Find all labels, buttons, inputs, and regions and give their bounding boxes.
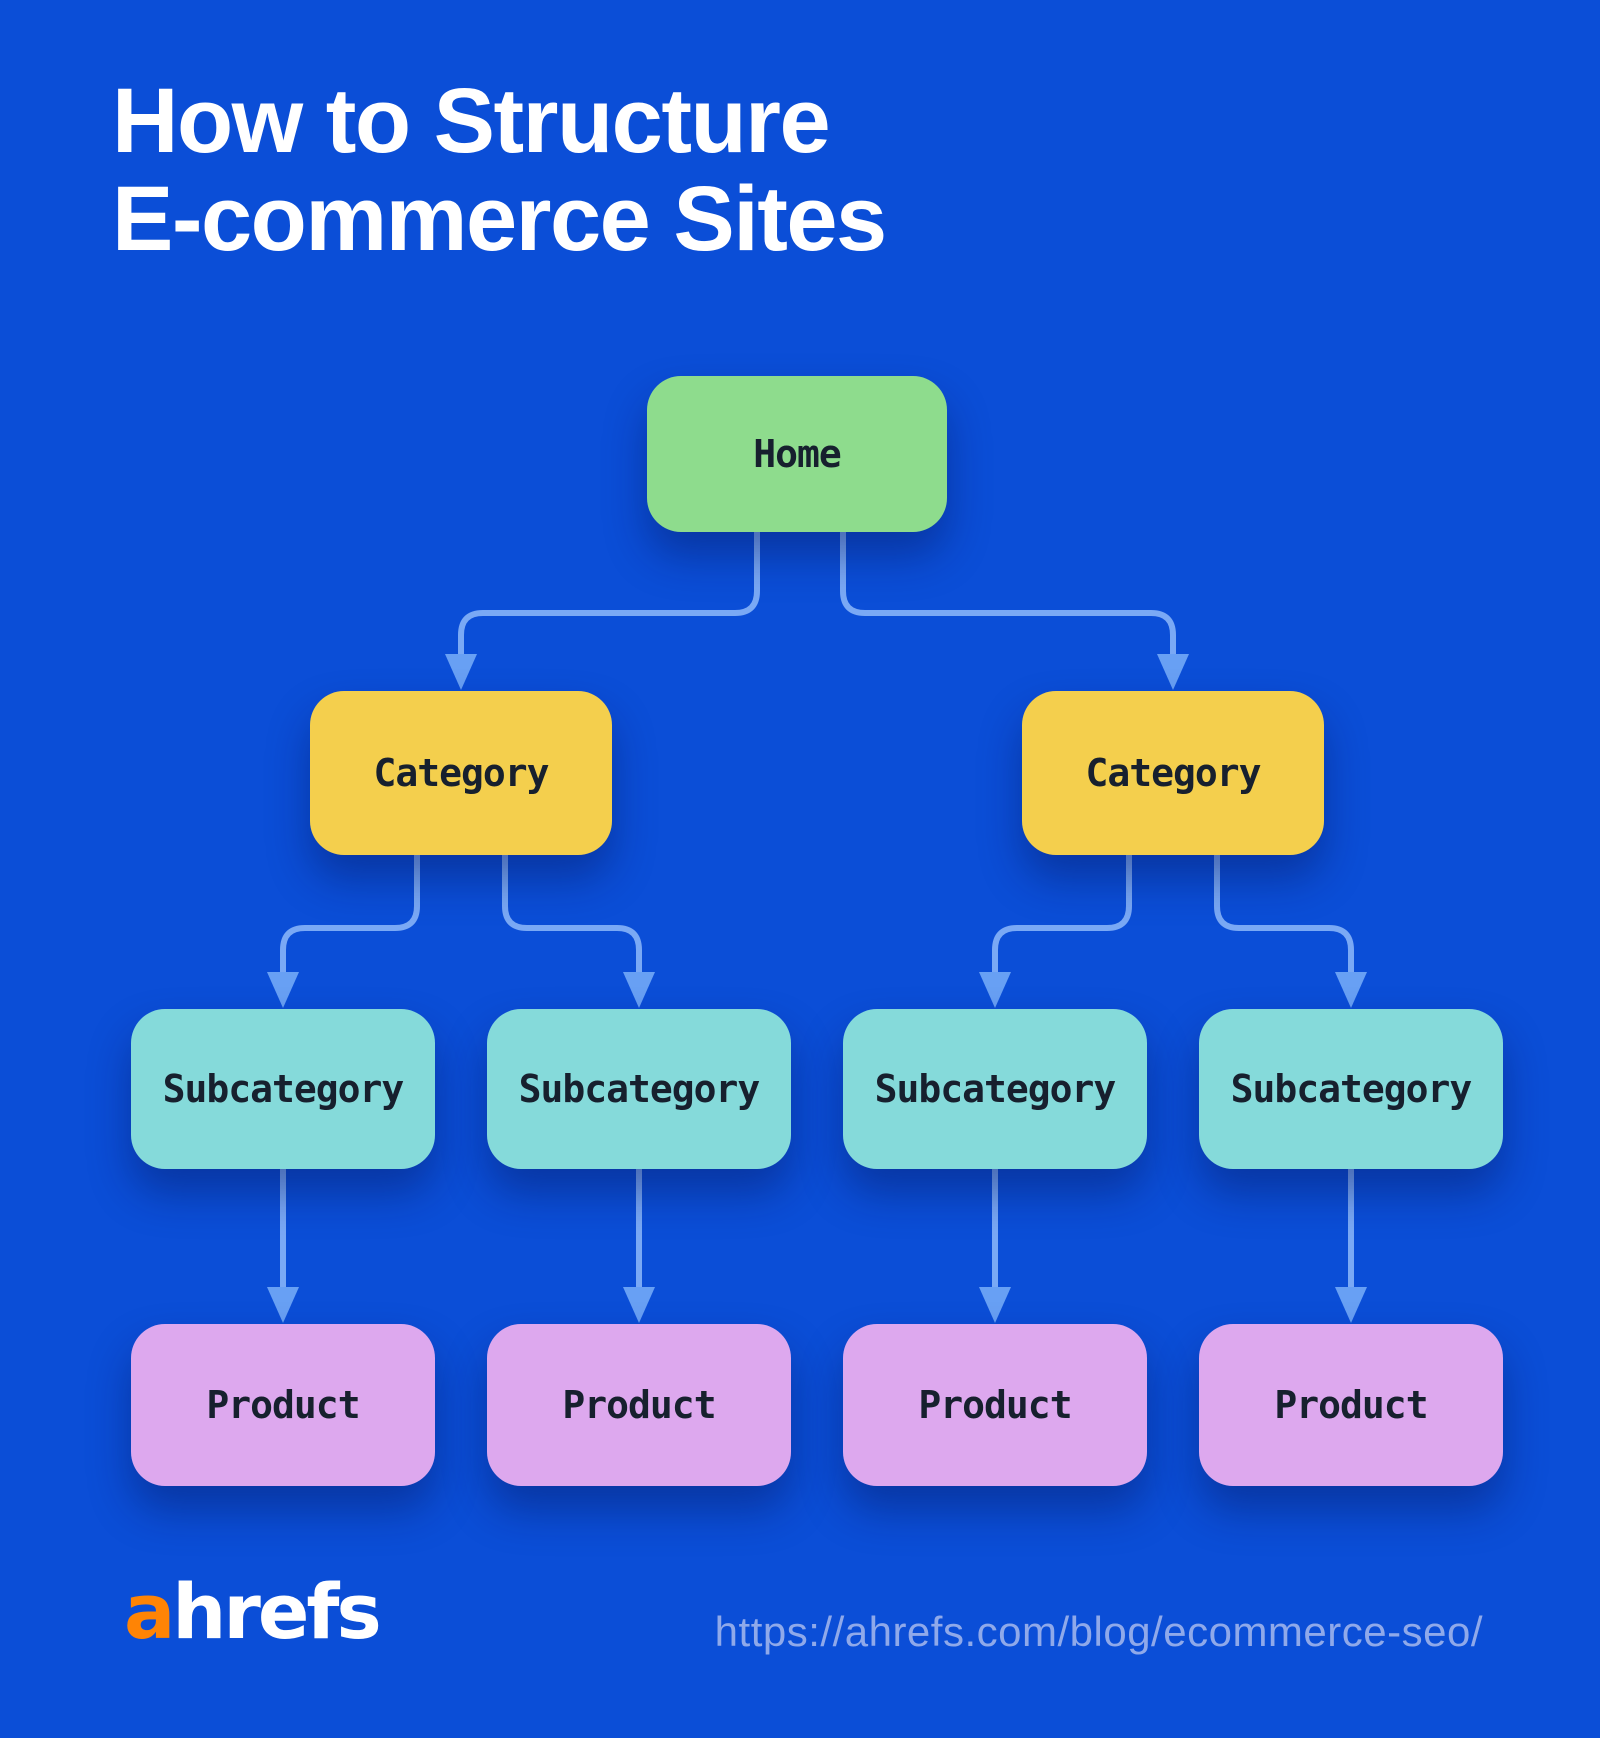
arrowhead-icon <box>623 1287 655 1323</box>
ahrefs-logo: ahrefs <box>124 1574 382 1650</box>
node-category-left-label: Category <box>373 751 549 795</box>
node-home: Home <box>647 376 947 532</box>
node-subcategory-4-label: Subcategory <box>1230 1067 1473 1111</box>
connector-home-to-category-right <box>840 530 1176 658</box>
node-subcategory-1-label: Subcategory <box>162 1067 405 1111</box>
node-category-left: Category <box>310 691 612 855</box>
node-product-4: Product <box>1199 1324 1503 1486</box>
node-product-2: Product <box>487 1324 791 1486</box>
node-product-1: Product <box>131 1324 435 1486</box>
connector-home-to-category-left <box>458 530 760 658</box>
arrowhead-icon <box>1335 972 1367 1008</box>
ahrefs-logo-a: a <box>124 1567 175 1656</box>
title-line-2: E-commerce Sites <box>112 168 887 271</box>
node-product-1-label: Product <box>206 1383 360 1427</box>
node-product-3-label: Product <box>918 1383 1072 1427</box>
node-subcategory-3: Subcategory <box>843 1009 1147 1169</box>
arrowhead-icon <box>979 1287 1011 1323</box>
page-title: How to Structure E-commerce Sites <box>112 70 887 271</box>
arrowhead-icon <box>267 972 299 1008</box>
arrowhead-icon <box>267 1287 299 1323</box>
connector-category1-to-subcategory2 <box>502 852 642 976</box>
node-category-right-label: Category <box>1085 751 1261 795</box>
node-home-label: Home <box>753 432 842 476</box>
connector-category1-to-subcategory1 <box>280 852 420 976</box>
node-subcategory-2: Subcategory <box>487 1009 791 1169</box>
node-subcategory-1: Subcategory <box>131 1009 435 1169</box>
ahrefs-logo-hrefs: hrefs <box>172 1567 381 1656</box>
node-category-right: Category <box>1022 691 1324 855</box>
node-product-4-label: Product <box>1274 1383 1428 1427</box>
source-url: https://ahrefs.com/blog/ecommerce-seo/ <box>714 1608 1483 1655</box>
connector-category2-to-subcategory3 <box>992 852 1132 976</box>
node-subcategory-2-label: Subcategory <box>518 1067 761 1111</box>
node-product-3: Product <box>843 1324 1147 1486</box>
connector-category2-to-subcategory4 <box>1214 852 1354 976</box>
node-subcategory-3-label: Subcategory <box>874 1067 1117 1111</box>
arrowhead-icon <box>445 654 477 690</box>
title-line-1: How to Structure <box>112 70 831 172</box>
node-product-2-label: Product <box>562 1383 716 1427</box>
arrowhead-icon <box>1157 654 1189 690</box>
arrowhead-icon <box>1335 1287 1367 1323</box>
node-subcategory-4: Subcategory <box>1199 1009 1503 1169</box>
arrowhead-icon <box>979 972 1011 1008</box>
arrowhead-icon <box>623 972 655 1008</box>
